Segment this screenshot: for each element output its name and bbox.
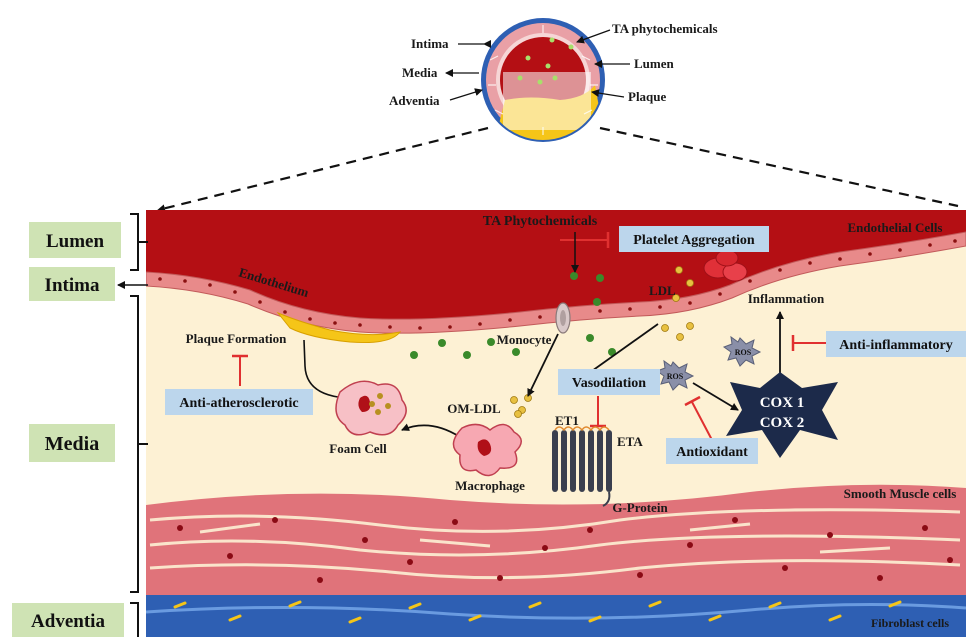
label-antioxidant: Antioxidant [676, 445, 748, 460]
label-om-ldl: OM-LDL [447, 401, 501, 416]
label-ros-2: ROS [667, 372, 684, 381]
label-macrophage: Macrophage [455, 478, 525, 493]
label-g-protein: G-Protein [612, 500, 668, 515]
label-vasodilation: Vasodilation [572, 376, 646, 391]
label-platelet-aggregation: Platelet Aggregation [633, 233, 755, 248]
label-fibroblast: Fibroblast cells [871, 616, 949, 630]
label-cox1: COX 1 [760, 395, 805, 411]
label-ldl: LDL [649, 283, 676, 298]
adventia-layer [146, 595, 966, 637]
label-ta-phytochemicals: TA Phytochemicals [483, 214, 598, 229]
zoom-line-left [158, 128, 488, 210]
label-foam-cell: Foam Cell [329, 441, 387, 456]
label-monocyte: Monocyte [497, 332, 552, 347]
side-label-media: Media [45, 433, 99, 455]
inset-label-lumen: Lumen [634, 56, 675, 71]
label-plaque-formation: Plaque Formation [186, 331, 288, 346]
inset-label-media: Media [402, 65, 438, 80]
label-cox2: COX 2 [760, 415, 805, 431]
layer-brackets [118, 214, 148, 637]
label-smooth-muscle: Smooth Muscle cells [844, 486, 957, 501]
inset-arrow-adventia [450, 90, 482, 100]
label-inflammation: Inflammation [748, 291, 825, 306]
inset-label-intima: Intima [411, 36, 449, 51]
side-label-adventia: Adventia [31, 611, 105, 632]
inset-label-adventia: Adventia [389, 93, 440, 108]
macrophage-cell [453, 424, 521, 475]
label-anti-inflammatory: Anti-inflammatory [839, 338, 953, 353]
vessel-cross-section [481, 18, 605, 142]
monocyte-cell [556, 303, 570, 333]
label-ros-1: ROS [735, 348, 752, 357]
label-et1: ET1 [555, 413, 579, 428]
inset-label-ta-phyto: TA phytochemicals [612, 21, 718, 36]
label-anti-atherosclerotic: Anti-atherosclerotic [179, 396, 298, 411]
label-eta: ETA [617, 434, 643, 449]
foam-cell [336, 381, 406, 434]
zoom-line-right [600, 128, 958, 206]
side-label-lumen: Lumen [46, 231, 105, 252]
side-label-intima: Intima [45, 275, 100, 296]
inset-label-plaque: Plaque [628, 89, 667, 104]
label-endothelial-cells: Endothelial Cells [848, 220, 943, 235]
inset-highlight-box [503, 72, 591, 130]
